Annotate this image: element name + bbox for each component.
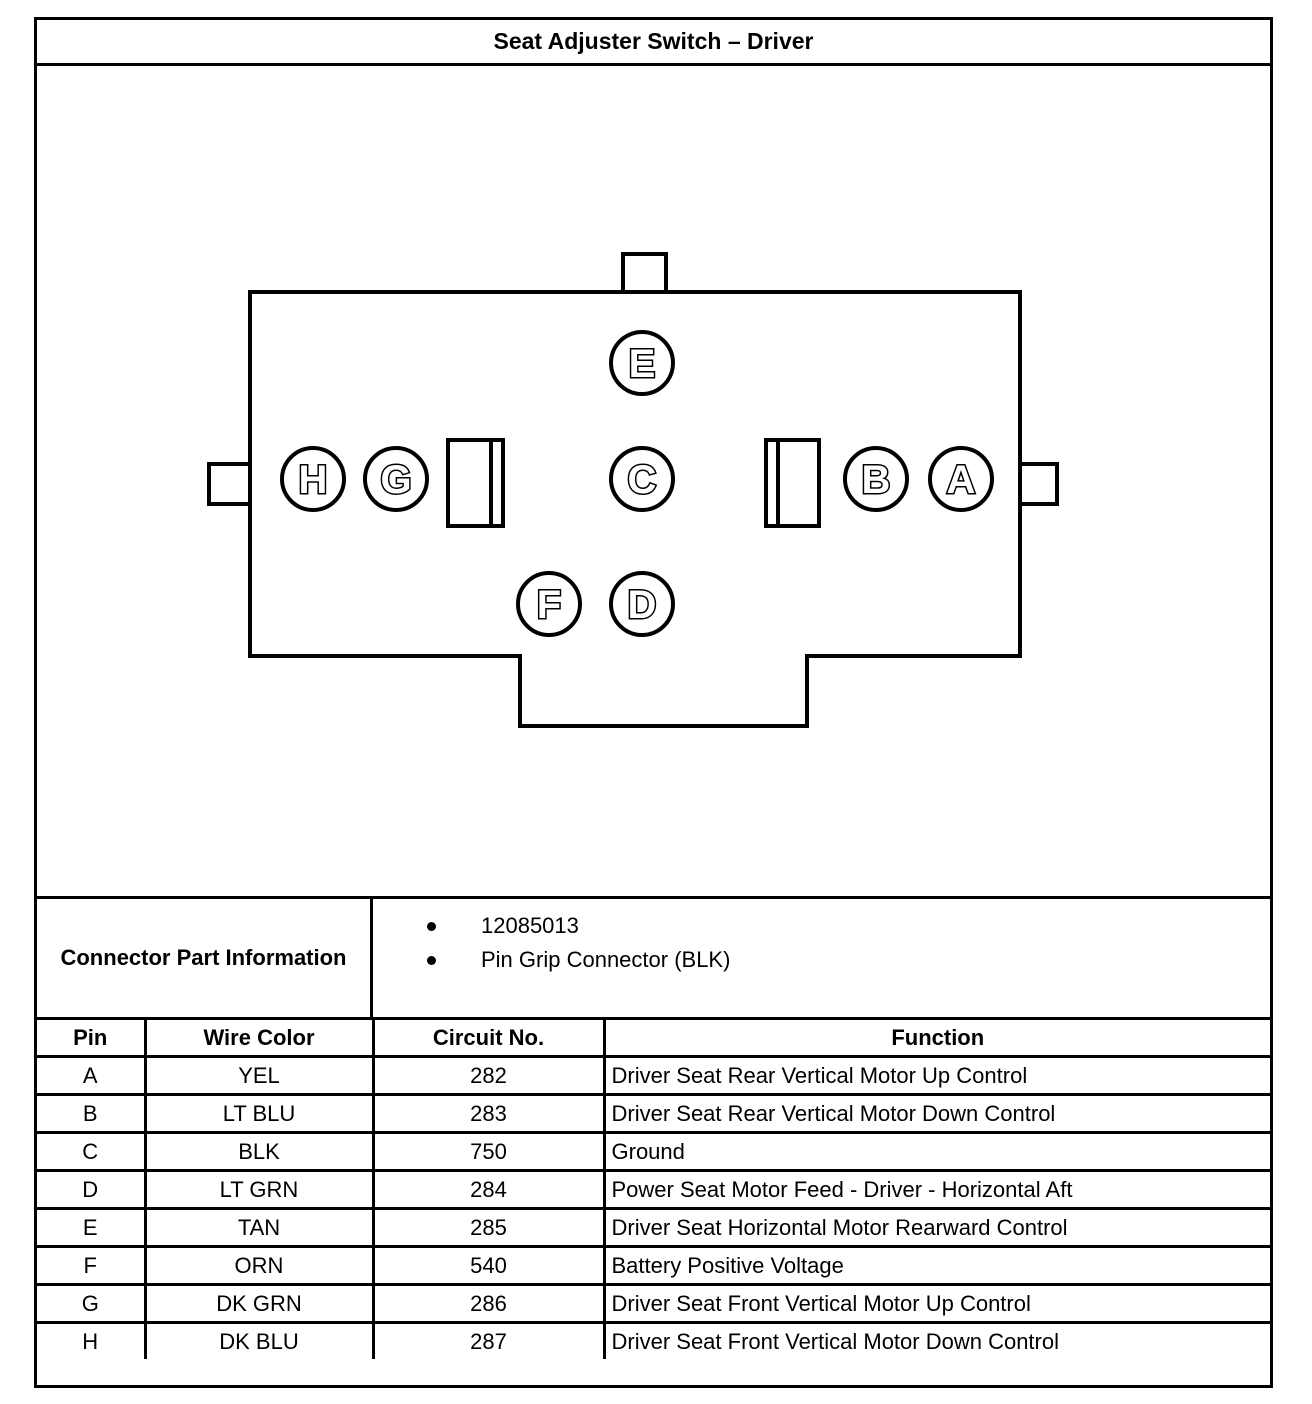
pin-cell: A [37,1055,147,1096]
pin-c: C [609,446,675,512]
pin-h: H [280,446,346,512]
connector-face-drawing: E H G C B A F D [207,252,1059,728]
pin-circle [280,446,346,512]
pin-label: G [380,458,411,502]
wire-color-cell: DK GRN [143,1283,375,1324]
wire-color-cell: LT BLU [143,1093,375,1134]
connector-part-info: Connector Part Information 12085013 Pin … [37,896,1270,1017]
pin-label: C [628,458,657,502]
pin-label: D [628,583,657,627]
pin-g: G [363,446,429,512]
function-cell: Battery Positive Voltage [602,1245,1270,1286]
pin-circle [516,571,582,637]
function-cell: Driver Seat Horizontal Motor Rearward Co… [602,1207,1270,1248]
connector-housing-outline [248,290,1022,728]
pin-cell: D [37,1169,147,1210]
pin-b: B [843,446,909,512]
wire-color-cell: TAN [143,1207,375,1248]
pin-cell: H [37,1321,147,1359]
circuit-cell: 286 [371,1283,606,1324]
pin-circle [609,330,675,396]
header-wire-color: Wire Color [143,1017,375,1058]
header-function: Function [602,1017,1270,1058]
pin-e: E [609,330,675,396]
wire-color-cell: YEL [143,1055,375,1096]
function-cell: Driver Seat Rear Vertical Motor Up Contr… [602,1055,1270,1096]
pin-cell: G [37,1283,147,1324]
pin-a: A [928,446,994,512]
circuit-cell: 284 [371,1169,606,1210]
wire-color-cell: LT GRN [143,1169,375,1210]
bullet-icon [427,956,436,965]
wire-color-cell: BLK [143,1131,375,1172]
top-latch [621,252,668,292]
connector-description: Pin Grip Connector (BLK) [481,947,731,972]
pin-circle [843,446,909,512]
header-pin: Pin [37,1017,147,1058]
right-key-slot [764,438,821,528]
right-tab [1020,462,1059,506]
pin-layer: E H G C B A F D [280,330,994,637]
function-cell: Driver Seat Rear Vertical Motor Down Con… [602,1093,1270,1134]
part-info-label: Connector Part Information [37,899,373,1017]
left-tab [207,462,250,506]
circuit-cell: 540 [371,1245,606,1286]
function-cell: Power Seat Motor Feed - Driver - Horizon… [602,1169,1270,1210]
pin-cell: B [37,1093,147,1134]
bullet-icon [427,922,436,931]
pin-f: F [516,571,582,637]
circuit-cell: 285 [371,1207,606,1248]
pin-label: B [862,458,891,502]
pin-cell: F [37,1245,147,1286]
left-key-slot [446,438,505,528]
page-title: Seat Adjuster Switch – Driver [37,20,1270,66]
pin-label: E [629,342,656,386]
table-header-row: Pin Wire Color Circuit No. Function [37,1017,1270,1058]
connector-diagram: E H G C B A F D [37,66,1270,899]
pin-circle [609,446,675,512]
pin-label: A [947,458,976,502]
pin-circle [928,446,994,512]
pin-label: F [537,583,561,627]
pin-cell: E [37,1207,147,1248]
function-cell: Driver Seat Front Vertical Motor Up Cont… [602,1283,1270,1324]
circuit-cell: 287 [371,1321,606,1359]
wire-color-cell: DK BLU [143,1321,375,1359]
pin-cell: C [37,1131,147,1172]
circuit-cell: 283 [371,1093,606,1134]
part-info-list: 12085013 Pin Grip Connector (BLK) [373,899,1270,1017]
circuit-cell: 282 [371,1055,606,1096]
part-number: 12085013 [481,913,579,938]
circuit-cell: 750 [371,1131,606,1172]
pin-circle [609,571,675,637]
function-cell: Driver Seat Front Vertical Motor Down Co… [602,1321,1270,1359]
pin-label: H [299,458,328,502]
header-circuit-no: Circuit No. [371,1017,606,1058]
wire-color-cell: ORN [143,1245,375,1286]
function-cell: Ground [602,1131,1270,1172]
pin-d: D [609,571,675,637]
pin-circle [363,446,429,512]
